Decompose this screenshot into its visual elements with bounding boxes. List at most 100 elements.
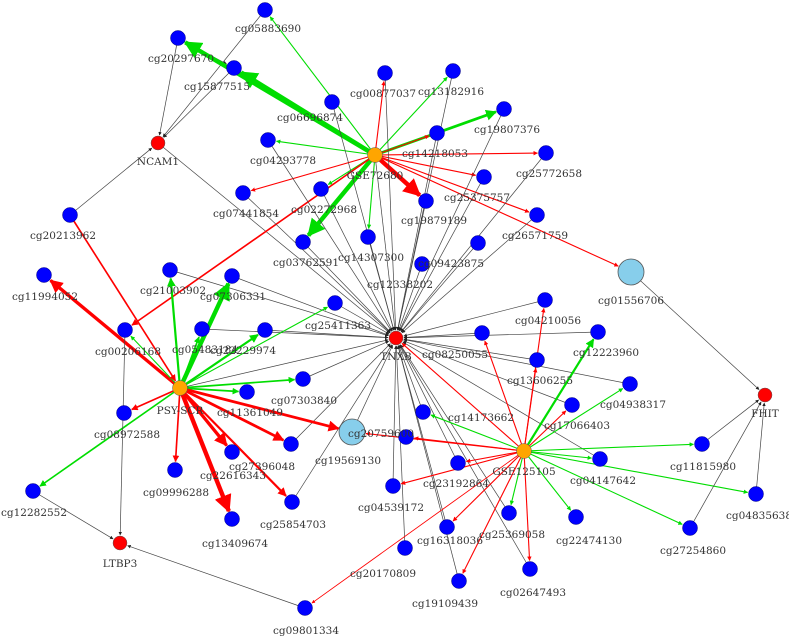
node-cg13182916[interactable] bbox=[445, 63, 461, 79]
edge-cg19569130-to-TNXB bbox=[351, 344, 393, 433]
node-cg07441854[interactable] bbox=[235, 185, 251, 201]
node-cg14218053[interactable] bbox=[429, 125, 445, 141]
node-NCAM1[interactable] bbox=[150, 135, 166, 151]
node-cg20170809[interactable] bbox=[397, 540, 413, 556]
node-cg22616343[interactable] bbox=[224, 444, 240, 460]
edge-GSE72680-to-cg14307300 bbox=[366, 154, 376, 229]
node-cg25772658[interactable] bbox=[538, 145, 554, 161]
node-cg06696874[interactable] bbox=[324, 94, 340, 110]
edge-GSE125105-to-cg19109439 bbox=[462, 450, 525, 574]
edge-cg19109439-to-TNXB bbox=[397, 345, 460, 582]
node-cg27254860[interactable] bbox=[682, 520, 698, 536]
node-PSY-SCR[interactable] bbox=[172, 380, 188, 396]
node-cg08972588[interactable] bbox=[116, 405, 132, 421]
node-cg11994052[interactable] bbox=[36, 267, 52, 283]
edge-cg12282552-to-LTBP3 bbox=[32, 490, 114, 540]
node-cg04938317[interactable] bbox=[622, 376, 638, 392]
edge-cg23192864-to-TNXB bbox=[399, 344, 459, 464]
node-cg04210056[interactable] bbox=[537, 292, 553, 308]
label-cg23192864: cg23192864 bbox=[423, 478, 489, 490]
node-cg21003902[interactable] bbox=[162, 262, 178, 278]
node-LTBP3[interactable] bbox=[112, 535, 128, 551]
edge-layer bbox=[32, 9, 766, 609]
node-cg07306331[interactable] bbox=[224, 268, 240, 284]
node-cg01556706[interactable] bbox=[617, 258, 645, 286]
node-cg09996288[interactable] bbox=[167, 462, 183, 478]
edge-GSE72680-to-cg03762591 bbox=[306, 153, 377, 237]
label-cg12282552: cg12282552 bbox=[1, 507, 67, 519]
node-cg22474130[interactable] bbox=[568, 509, 584, 525]
node-cg26571759[interactable] bbox=[529, 207, 545, 223]
label-cg02272968: cg02272968 bbox=[291, 204, 357, 216]
node-cg05483184[interactable] bbox=[194, 321, 210, 337]
node-FHIT[interactable] bbox=[757, 387, 773, 403]
node-cg11361049[interactable] bbox=[239, 384, 255, 400]
edge-GSE125105-to-cg04938317 bbox=[523, 388, 624, 452]
edge-GSE125105-to-TNXB bbox=[401, 342, 525, 452]
node-cg22229974[interactable] bbox=[257, 322, 273, 338]
edge-PSY-SCR-to-cg11994052 bbox=[49, 279, 182, 390]
node-TNXB[interactable] bbox=[388, 330, 404, 346]
edge-cg25411363-to-TNXB bbox=[334, 302, 390, 335]
label-cg25375757: cg25375757 bbox=[444, 192, 510, 204]
node-cg03762591[interactable] bbox=[295, 234, 311, 250]
node-cg25411363[interactable] bbox=[327, 295, 343, 311]
node-cg13409674[interactable] bbox=[224, 511, 240, 527]
node-cg02647493[interactable] bbox=[522, 561, 538, 577]
node-cg04293778[interactable] bbox=[260, 132, 276, 148]
node-cg05883690[interactable] bbox=[257, 2, 273, 18]
node-cg14307300[interactable] bbox=[360, 229, 376, 245]
node-cg20297670[interactable] bbox=[170, 30, 186, 46]
node-cg08250055[interactable] bbox=[474, 325, 490, 341]
node-cg04539172[interactable] bbox=[385, 478, 401, 494]
node-cg12223960[interactable] bbox=[590, 324, 606, 340]
edge-cg17066403-to-TNXB bbox=[403, 340, 573, 406]
node-cg00206168[interactable] bbox=[117, 322, 133, 338]
node-cg25854703[interactable] bbox=[284, 494, 300, 510]
node-cg25375757[interactable] bbox=[476, 169, 492, 185]
node-cg07303840[interactable] bbox=[295, 371, 311, 387]
node-cg16318036[interactable] bbox=[439, 519, 455, 535]
node-GSE72680[interactable] bbox=[367, 147, 383, 163]
node-cg15877515[interactable] bbox=[226, 60, 242, 76]
edge-cg07441854-to-TNXB bbox=[242, 192, 391, 333]
edge-cg21003902-to-TNXB bbox=[169, 269, 389, 337]
node-cg19109439[interactable] bbox=[451, 573, 467, 589]
node-cg09801334[interactable] bbox=[297, 600, 313, 616]
label-cg12223960: cg12223960 bbox=[573, 347, 639, 359]
edge-cg19807376-to-TNXB bbox=[399, 108, 505, 332]
node-cg12338202[interactable] bbox=[414, 256, 430, 272]
label-cg25369058: cg25369058 bbox=[479, 529, 545, 541]
node-cg04147642[interactable] bbox=[592, 451, 608, 467]
node-cg20213962[interactable] bbox=[62, 207, 78, 223]
label-cg19109439: cg19109439 bbox=[412, 598, 478, 610]
edge-GSE72680-to-cg25772658 bbox=[374, 150, 538, 156]
node-cg19807376[interactable] bbox=[496, 101, 512, 117]
node-cg14173662[interactable] bbox=[415, 404, 431, 420]
node-cg17066403[interactable] bbox=[564, 397, 580, 413]
label-cg00206168: cg00206168 bbox=[95, 346, 161, 358]
node-GSE125105[interactable] bbox=[516, 443, 532, 459]
node-cg13606255[interactable] bbox=[529, 352, 545, 368]
edge-cg27396048-to-TNXB bbox=[290, 343, 391, 445]
node-cg02272968[interactable] bbox=[313, 181, 329, 197]
label-cg05883690: cg05883690 bbox=[235, 23, 301, 35]
node-cg09423875[interactable] bbox=[470, 235, 486, 251]
node-cg00877037[interactable] bbox=[377, 65, 393, 81]
label-cg08972588: cg08972588 bbox=[94, 429, 160, 441]
node-cg04835638[interactable] bbox=[748, 486, 764, 502]
label-cg07441854: cg07441854 bbox=[213, 208, 279, 220]
edge-cg20297670-to-NCAM1 bbox=[158, 37, 179, 136]
label-cg20170809: cg20170809 bbox=[350, 568, 416, 580]
node-cg19879189[interactable] bbox=[418, 193, 434, 209]
node-cg11815980[interactable] bbox=[694, 436, 710, 452]
node-cg27396048[interactable] bbox=[283, 436, 299, 452]
node-cg23192864[interactable] bbox=[450, 455, 466, 471]
edge-cg08250055-to-TNXB bbox=[403, 332, 483, 340]
node-cg19569130[interactable] bbox=[338, 418, 366, 446]
node-cg12282552[interactable] bbox=[25, 483, 41, 499]
node-cg20759600[interactable] bbox=[398, 429, 414, 445]
edge-cg04147642-to-TNXB bbox=[402, 341, 601, 460]
edge-cg02647493-to-TNXB bbox=[399, 344, 531, 570]
node-cg25369058[interactable] bbox=[501, 505, 517, 521]
